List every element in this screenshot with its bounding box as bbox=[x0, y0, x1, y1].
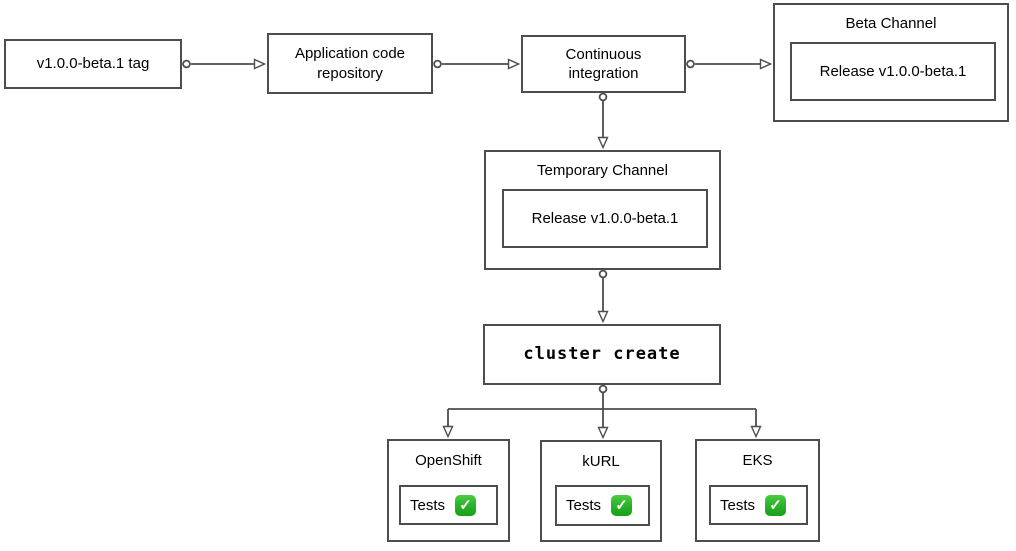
check-mark-icon: ✓ bbox=[611, 495, 633, 516]
openshift-tests-label: Tests bbox=[410, 496, 446, 514]
eks-tests-box: Tests ✓ bbox=[709, 485, 808, 525]
node-cluster-kurl: kURL Tests ✓ bbox=[540, 440, 662, 542]
node-continuous-integration: Continuous integration bbox=[521, 35, 686, 93]
continuous-integration-label: Continuous integration bbox=[565, 45, 642, 83]
openshift-tests-box: Tests ✓ bbox=[399, 485, 498, 525]
openshift-title: OpenShift bbox=[415, 452, 482, 469]
eks-tests-label: Tests bbox=[720, 496, 756, 514]
temporary-channel-release-box: Release v1.0.0-beta.1 bbox=[502, 189, 708, 248]
check-mark-icon: ✓ bbox=[765, 494, 787, 516]
beta-channel-title: Beta Channel bbox=[845, 15, 937, 32]
node-temporary-channel: Temporary Channel Release v1.0.0-beta.1 bbox=[484, 150, 721, 270]
kurl-tests-box: Tests ✓ bbox=[555, 485, 650, 526]
check-mark-icon: ✓ bbox=[455, 494, 477, 516]
node-app-repository: Application code repository bbox=[267, 33, 433, 94]
node-version-tag: v1.0.0-beta.1 tag bbox=[4, 39, 182, 89]
temporary-channel-title: Temporary Channel bbox=[537, 162, 668, 179]
cluster-create-label: cluster create bbox=[523, 344, 681, 365]
kurl-tests-label: Tests bbox=[566, 497, 602, 514]
node-beta-channel: Beta Channel Release v1.0.0-beta.1 bbox=[773, 3, 1009, 122]
eks-title: EKS bbox=[742, 452, 773, 469]
beta-channel-release-box: Release v1.0.0-beta.1 bbox=[790, 42, 996, 101]
temporary-channel-release-label: Release v1.0.0-beta.1 bbox=[531, 210, 679, 227]
kurl-title: kURL bbox=[582, 453, 620, 470]
beta-channel-release-label: Release v1.0.0-beta.1 bbox=[819, 63, 967, 80]
node-cluster-openshift: OpenShift Tests ✓ bbox=[387, 439, 510, 542]
node-cluster-eks: EKS Tests ✓ bbox=[695, 439, 820, 542]
version-tag-label: v1.0.0-beta.1 tag bbox=[36, 55, 150, 73]
app-repository-label: Application code repository bbox=[294, 45, 406, 82]
node-cluster-create: cluster create bbox=[483, 324, 721, 385]
